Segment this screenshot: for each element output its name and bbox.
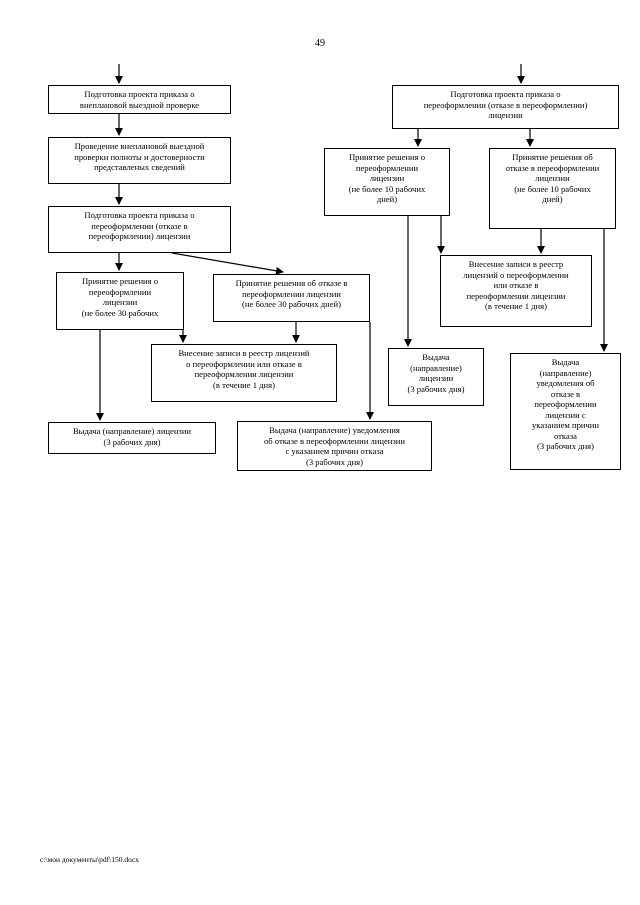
arrow-b3-b5 bbox=[171, 252, 284, 275]
page-number: 49 bbox=[315, 38, 325, 49]
footer-file-path: c:\мои документы\pdf\150.docx bbox=[40, 855, 139, 864]
box-prepare-reissue-order-right: Подготовка проекта приказа о переоформле… bbox=[392, 85, 619, 129]
box-registry-entry-left: Внесение записи в реестр лицензий о пере… bbox=[151, 344, 337, 402]
box-decision-refusal-left: Принятие решения об отказе в переоформле… bbox=[213, 274, 370, 322]
box-decision-reissue-left: Принятие решения о переоформлении лиценз… bbox=[56, 272, 184, 330]
box-issue-refusal-notice-right: Выдача (направление) уведомления об отка… bbox=[510, 353, 621, 470]
box-registry-entry-right: Внесение записи в реестр лицензий о пере… bbox=[440, 255, 592, 327]
box-prepare-inspection-order: Подготовка проекта приказа о внеплановой… bbox=[48, 85, 231, 114]
box-conduct-inspection: Проведение внеплановой выездной проверки… bbox=[48, 137, 231, 184]
box-prepare-reissue-order-left: Подготовка проекта приказа о переоформле… bbox=[48, 206, 231, 253]
box-decision-reissue-right: Принятие решения о переоформлении лиценз… bbox=[324, 148, 450, 216]
box-issue-license-left: Выдача (направление) лицензии (3 рабочих… bbox=[48, 422, 216, 454]
box-issue-license-right: Выдача (направление) лицензии (3 рабочих… bbox=[388, 348, 484, 406]
box-decision-refusal-right: Принятие решения об отказе в переоформле… bbox=[489, 148, 616, 229]
box-issue-refusal-notice-left: Выдача (направление) уведомления об отка… bbox=[237, 421, 432, 471]
